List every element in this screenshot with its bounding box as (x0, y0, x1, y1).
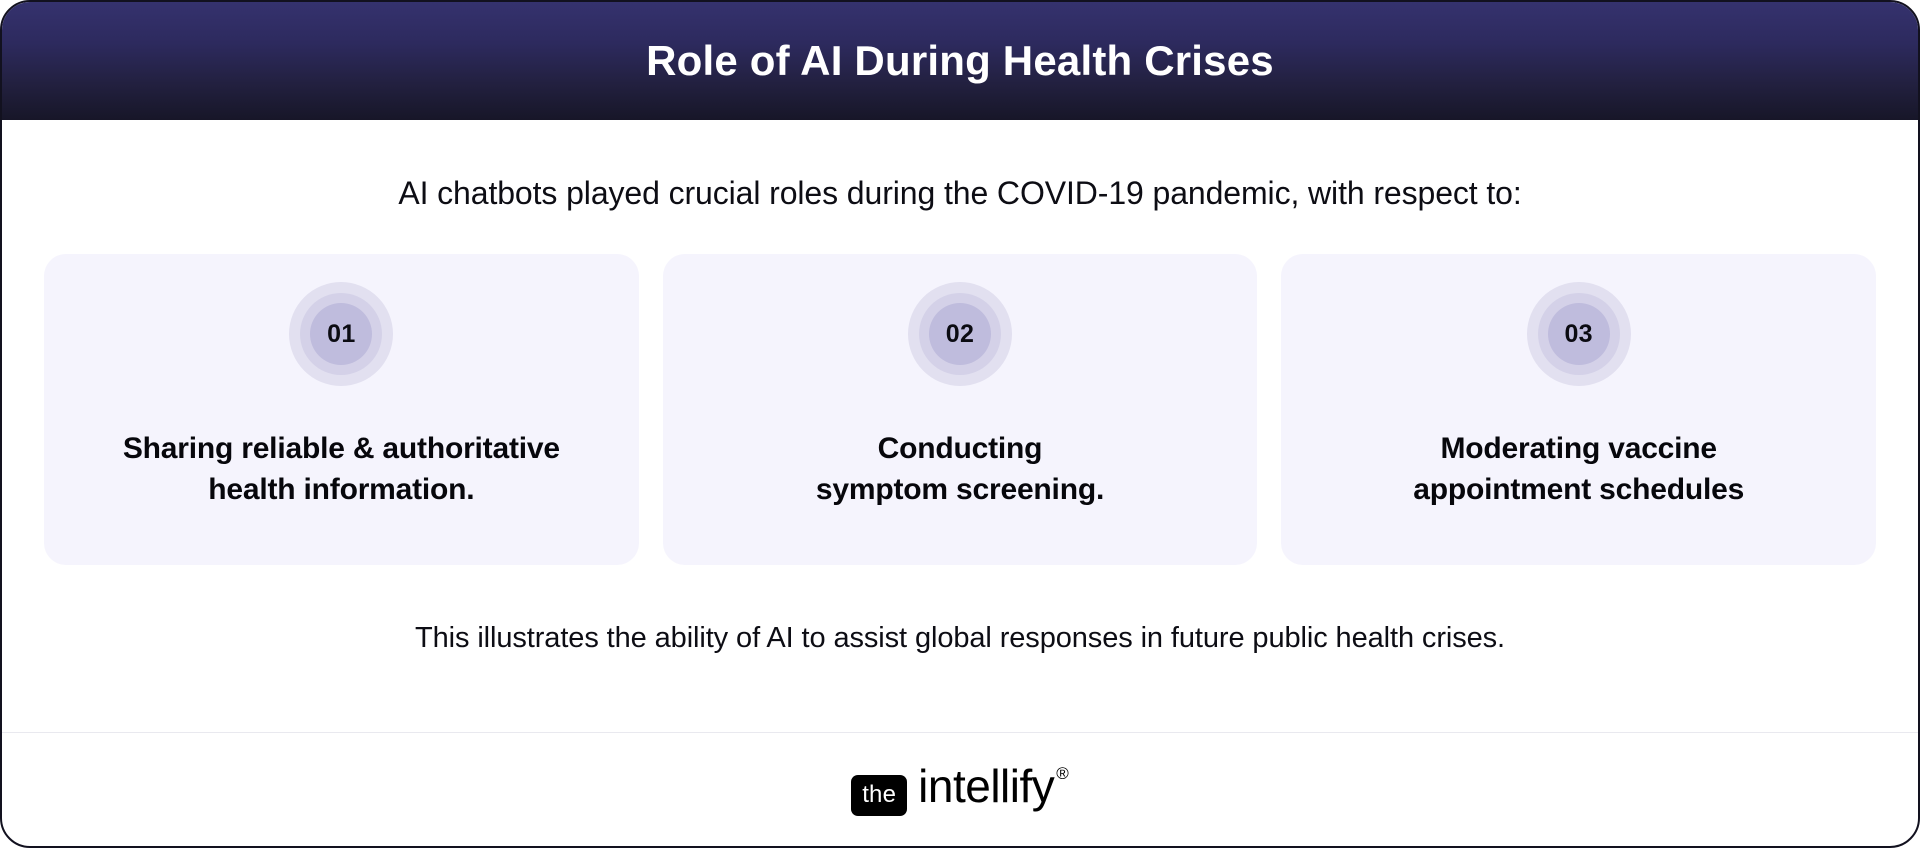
registered-trademark-icon: ® (1056, 764, 1069, 783)
number-badge-01: 01 (289, 282, 394, 386)
info-card-text: Sharing reliable & authoritative health … (122, 432, 560, 507)
page-title: Role of AI During Health Crises (646, 36, 1274, 84)
badge-middle-ring: 02 (919, 293, 1001, 375)
outro-text: This illustrates the ability of AI to as… (414, 622, 1506, 654)
slide-body: AI chatbots played crucial roles during … (2, 120, 1918, 732)
number-badge-02: 02 (908, 282, 1012, 386)
badge-inner-circle: 01 (310, 303, 373, 365)
info-card-text: Conducting symptom screening. (815, 432, 1105, 507)
info-card-01: 01 Sharing reliable & authoritative heal… (44, 254, 639, 565)
badge-middle-ring: 01 (300, 293, 383, 375)
cards-row: 01 Sharing reliable & authoritative heal… (44, 254, 1877, 565)
badge-middle-ring: 03 (1537, 293, 1620, 375)
badge-number-label: 01 (327, 319, 356, 348)
badge-number-label: 02 (945, 319, 975, 348)
badge-inner-circle: 02 (929, 303, 991, 365)
intellify-logo: the intellify ® (851, 763, 1069, 816)
badge-number-label: 03 (1564, 319, 1593, 348)
slide-header: Role of AI During Health Crises (2, 2, 1918, 120)
info-card-text: Moderating vaccine appointment schedules (1413, 432, 1745, 507)
logo-the-badge: the (851, 775, 908, 816)
intro-text: AI chatbots played crucial roles during … (398, 175, 1522, 211)
logo-wordmark: intellify ® (918, 763, 1069, 809)
logo-word-text: intellify (918, 760, 1055, 812)
number-badge-03: 03 (1526, 282, 1631, 386)
info-card-03: 03 Moderating vaccine appointment schedu… (1281, 254, 1877, 565)
info-card-02: 02 Conducting symptom screening. (662, 254, 1258, 565)
badge-inner-circle: 03 (1547, 303, 1610, 365)
slide-footer: the intellify ® (2, 732, 1918, 846)
